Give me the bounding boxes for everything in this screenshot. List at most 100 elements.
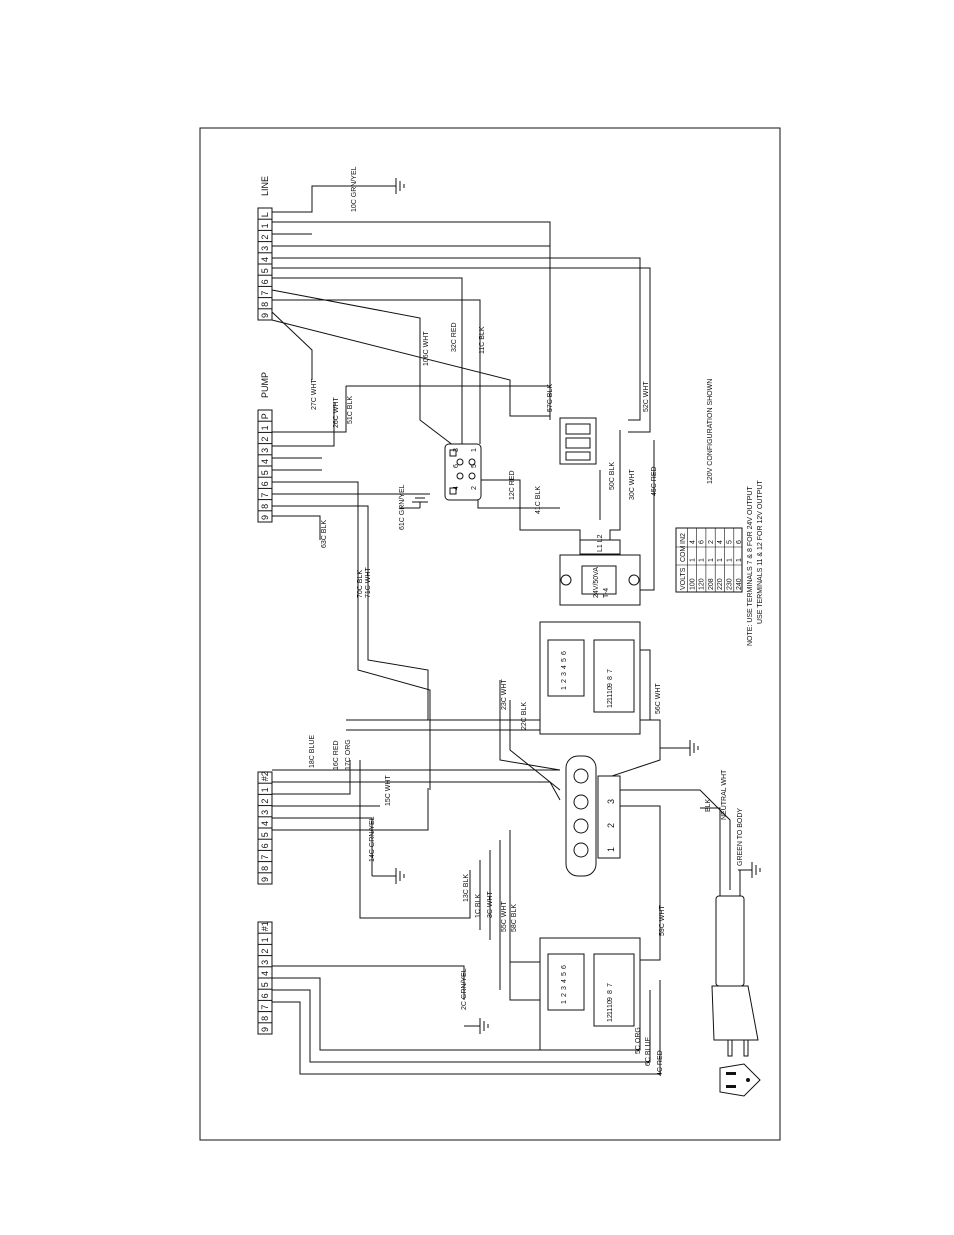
table-cell: 4 (689, 540, 696, 544)
wire-label-w13c: 13C BLK (463, 874, 470, 902)
terminal-number: 8 (260, 866, 270, 871)
terminal-number: 8 (260, 1016, 270, 1021)
wire-label-w51c: 51C BLK (347, 396, 354, 424)
terminal-number: 9 (260, 515, 270, 520)
module-terminal-number: 8 (607, 676, 614, 680)
wire-label-blk: BLK (705, 798, 712, 812)
wire-label-w56c: 56C WHT (655, 683, 662, 714)
terminal-number: 3 (260, 810, 270, 815)
module-terminal-number: 5 (561, 658, 568, 662)
terminal-number: 4 (260, 257, 270, 262)
relay-block (444, 443, 482, 501)
terminal-number: 1 (260, 787, 270, 792)
terminal-number: L (260, 212, 270, 217)
table-cell: 6 (699, 540, 706, 544)
terminal-number: 5 (260, 832, 270, 837)
wire-label-w5c: 5C ORG (635, 1027, 642, 1054)
module-terminal-number: 11 (607, 694, 614, 701)
table-cell: 1 (699, 558, 706, 562)
terminal-number: 8 (260, 302, 270, 307)
wire-label-w70c: 70C BLK (357, 570, 364, 598)
module-terminal-number: 8 (607, 990, 614, 994)
wire-label-w55c: 55C WHT (501, 901, 508, 932)
terminal-number: 6 (260, 279, 270, 284)
table-cell: 4 (717, 540, 724, 544)
plug-face-icon (719, 1063, 761, 1097)
wire-label-w1c: 1C BLK (475, 894, 482, 918)
module-terminal-number: 9 (607, 997, 614, 1001)
wire-label-w57c: 57C BLK (547, 384, 554, 412)
wire-label-w2c: 2C GRN/YEL (461, 968, 468, 1010)
wire-label-w18c: 18C BLUE (309, 735, 316, 768)
wire-label-w50c: 50C BLK (609, 462, 616, 490)
relay-terminal-number: 3 (453, 448, 460, 452)
wire-label-w106c: 106C WHT (423, 331, 430, 366)
wire-label-w10c: 10C GRN/YEL (351, 166, 358, 212)
terminal-number: 1 (260, 223, 270, 228)
module-terminal-number: 6 (561, 965, 568, 969)
table-cell: 1 (708, 558, 715, 562)
terminal-number: 1 (260, 425, 270, 430)
wire-label-w6c: 6C BLUE (645, 1036, 652, 1066)
table-header-cell: IN2 (680, 533, 687, 544)
module-terminal-number: 7 (607, 669, 614, 673)
switch-terminal-number: 2 (606, 823, 616, 828)
ground-symbols (372, 178, 761, 1034)
table-cell: 1 (717, 558, 724, 562)
fuse-block (559, 417, 597, 465)
terminal-number: 6 (260, 843, 270, 848)
terminal-number: P (260, 413, 270, 419)
terminal-number: 1 (260, 937, 270, 942)
terminal-number: 9 (260, 877, 270, 882)
table-cell: 6 (736, 540, 743, 544)
table-cell: 208 (708, 578, 715, 590)
terminal-number: #1 (260, 921, 270, 931)
line-strip-title: LINE (260, 176, 270, 196)
table-header-cell: COM (680, 546, 687, 563)
transformer-rating: 24V/50VA (593, 567, 600, 598)
module-terminal-number: 6 (561, 651, 568, 655)
module-terminal-number: 4 (561, 665, 568, 669)
config-note: 120V CONFIGURATION SHOWN (707, 379, 714, 484)
module-terminal-number: 10 (607, 1000, 614, 1008)
terminal-number: 5 (260, 470, 270, 475)
terminal-number: 2 (260, 437, 270, 442)
terminal-number: #2 (260, 771, 270, 781)
module-terminal-number: 12 (607, 700, 614, 708)
transformer-t4: 24V/50VA T-4 L1 L2 (559, 534, 641, 606)
table-cell: 230 (727, 578, 734, 590)
relay-terminal-number: 6 (453, 464, 460, 468)
wire-label-w27c: 27C WHT (311, 379, 318, 410)
module-terminal-number: 1 (561, 686, 568, 690)
wire-label-w45c: 45C RED (651, 466, 658, 496)
module-terminal-number: 10 (607, 686, 614, 694)
terminal-number: 6 (260, 993, 270, 998)
terminal-number: 3 (260, 448, 270, 453)
wire-label-green: GREEN TO BODY (737, 808, 744, 866)
wire-label-w3c: 3C WHT (487, 890, 494, 918)
terminal-number: 4 (260, 821, 270, 826)
wire-label-w14c: 14C GRN/YEL (369, 816, 376, 862)
table-cell: 120 (699, 578, 706, 590)
wire-label-w16c: 16C RED (333, 740, 340, 770)
table-cell: 5 (727, 540, 734, 544)
terminal-number: 7 (260, 855, 270, 860)
switch-terminal-number: 1 (606, 847, 616, 852)
module-terminal-number: 4 (561, 979, 568, 983)
table-cell: 1 (736, 558, 743, 562)
wire-label-w61c: 61C GRN/YEL (399, 484, 406, 530)
terminal-number: 7 (260, 291, 270, 296)
wire-label-neutral: NEUTRAL WHT (721, 769, 728, 820)
module-terminal-number: 12 (607, 1014, 614, 1022)
voltage-table: VOLTSCOMIN210014120162081222014230152401… (675, 527, 743, 593)
terminal-number: 2 (260, 799, 270, 804)
module-terminal-number: 2 (561, 993, 568, 997)
terminal-number: 7 (260, 1005, 270, 1010)
relay-terminal-number: 2 (471, 486, 478, 490)
switch-terminal-number: 3 (606, 799, 616, 804)
transformer-id: T-4 (603, 588, 610, 598)
